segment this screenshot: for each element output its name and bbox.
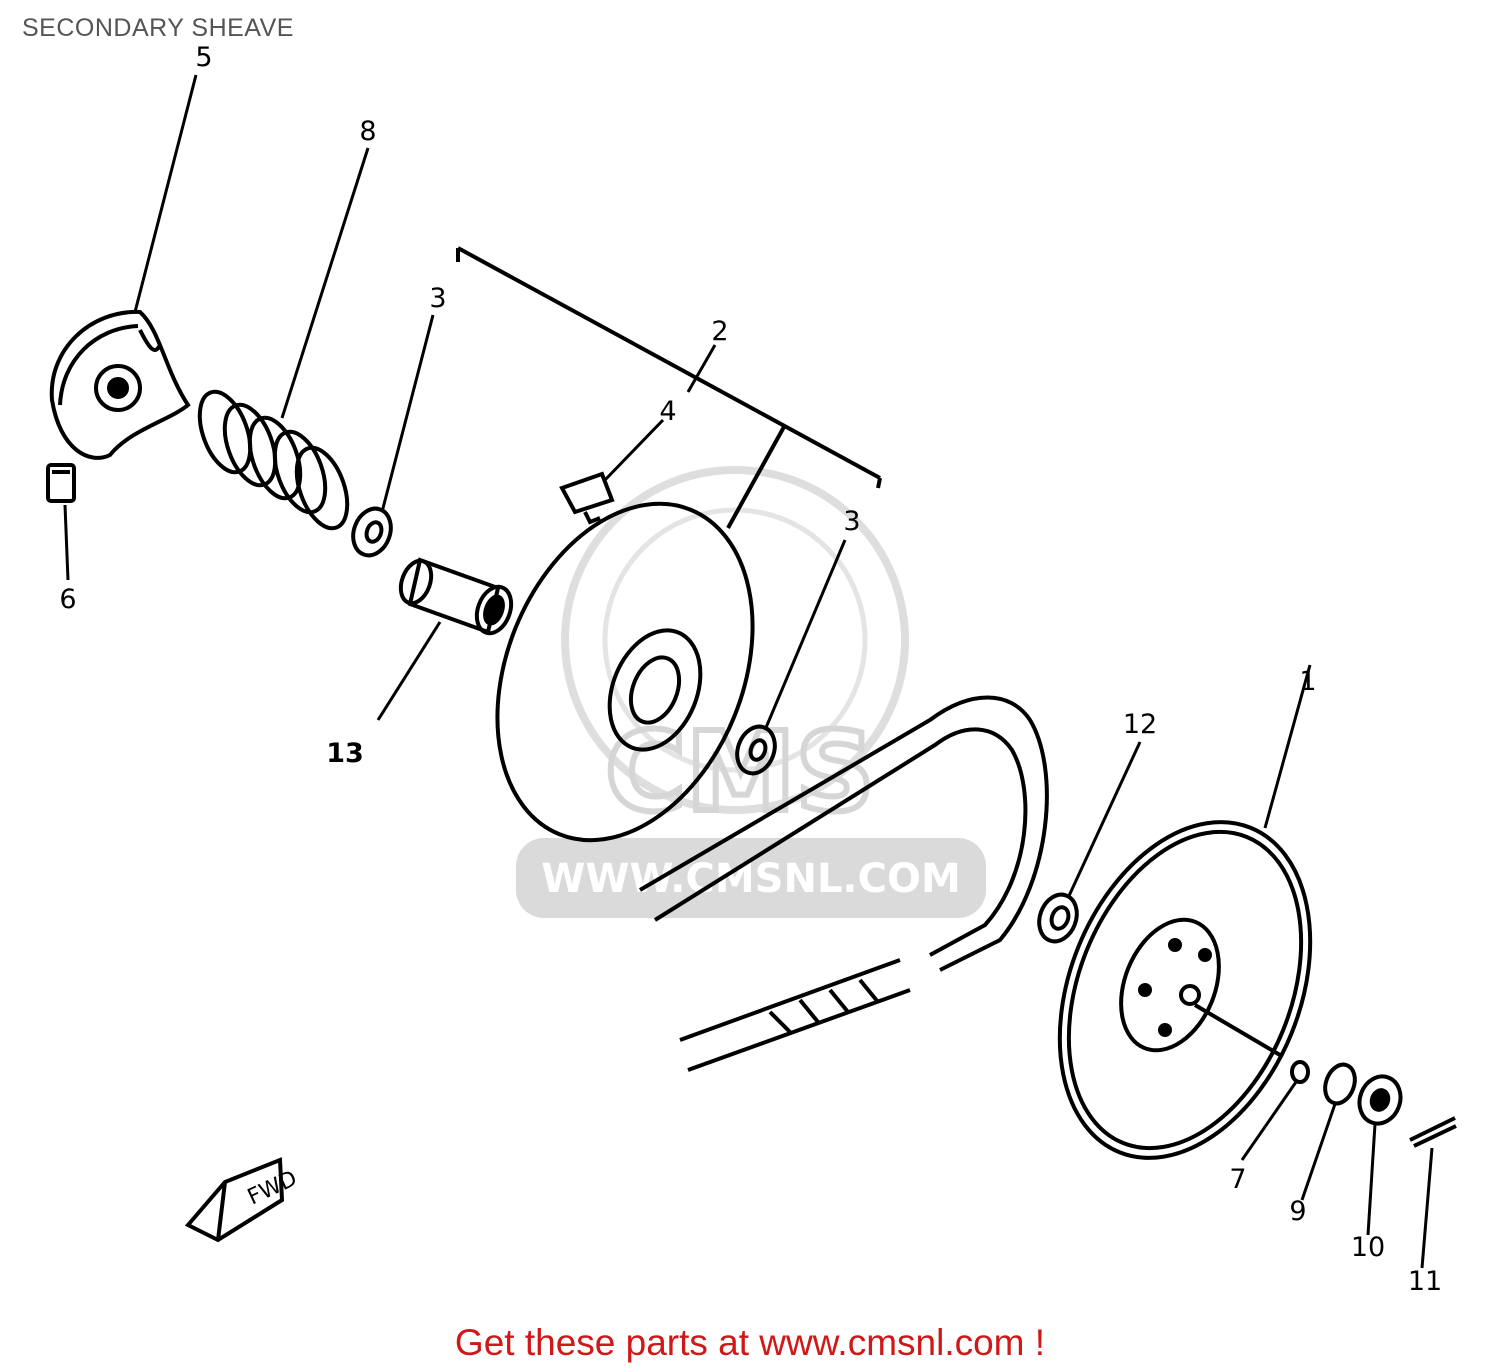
part-1-fixed-sheave bbox=[1057, 820, 1313, 1160]
part-10-nut bbox=[1357, 1074, 1403, 1126]
watermark: CMS WWW.CMSNL.COM bbox=[516, 466, 986, 918]
part-12-oil-seal bbox=[1037, 892, 1079, 944]
part-11-cotter-pin bbox=[1409, 1116, 1457, 1148]
callout-2: 2 bbox=[711, 316, 728, 347]
get-parts-link[interactable]: Get these parts at www.cmsnl.com ! bbox=[454, 1322, 1046, 1363]
page-title: SECONDARY SHEAVE bbox=[22, 14, 294, 42]
part-13-collar bbox=[398, 557, 514, 636]
callout-4: 4 bbox=[659, 396, 676, 427]
callout-7: 7 bbox=[1229, 1164, 1246, 1195]
part-8-spring bbox=[197, 389, 350, 531]
part-5-cam bbox=[49, 309, 191, 460]
callout-11: 11 bbox=[1408, 1266, 1442, 1297]
leader-lines bbox=[63, 74, 1434, 1269]
drive-belt bbox=[638, 695, 1049, 1072]
part-2-sliding-sheave bbox=[495, 501, 755, 843]
callout-9: 9 bbox=[1289, 1196, 1306, 1227]
fwd-arrow-tag: FWD bbox=[184, 1157, 301, 1243]
watermark-url: WWW.CMSNL.COM bbox=[541, 856, 961, 902]
callout-8: 8 bbox=[359, 116, 376, 147]
part-6-slider bbox=[46, 463, 76, 503]
callout-6: 6 bbox=[59, 584, 76, 615]
callout-5: 5 bbox=[195, 42, 212, 73]
callout-13: 13 bbox=[326, 738, 364, 769]
assembly-bracket bbox=[456, 246, 882, 529]
part-9-washer bbox=[1323, 1062, 1357, 1106]
watermark-brand: CMS bbox=[605, 708, 874, 836]
callout-1: 1 bbox=[1299, 666, 1316, 697]
part-7-washer bbox=[1290, 1060, 1310, 1084]
part-4-pin bbox=[559, 471, 615, 525]
callout-10: 10 bbox=[1351, 1232, 1385, 1263]
part-3-washer-upper bbox=[351, 506, 393, 558]
callout-3-upper: 3 bbox=[429, 283, 446, 314]
callout-12: 12 bbox=[1123, 709, 1157, 740]
callout-3-lower: 3 bbox=[843, 506, 860, 537]
part-3-washer-lower bbox=[735, 724, 777, 776]
callouts: 1 2 3 3 4 5 6 7 8 9 10 11 12 13 bbox=[59, 42, 1442, 1297]
